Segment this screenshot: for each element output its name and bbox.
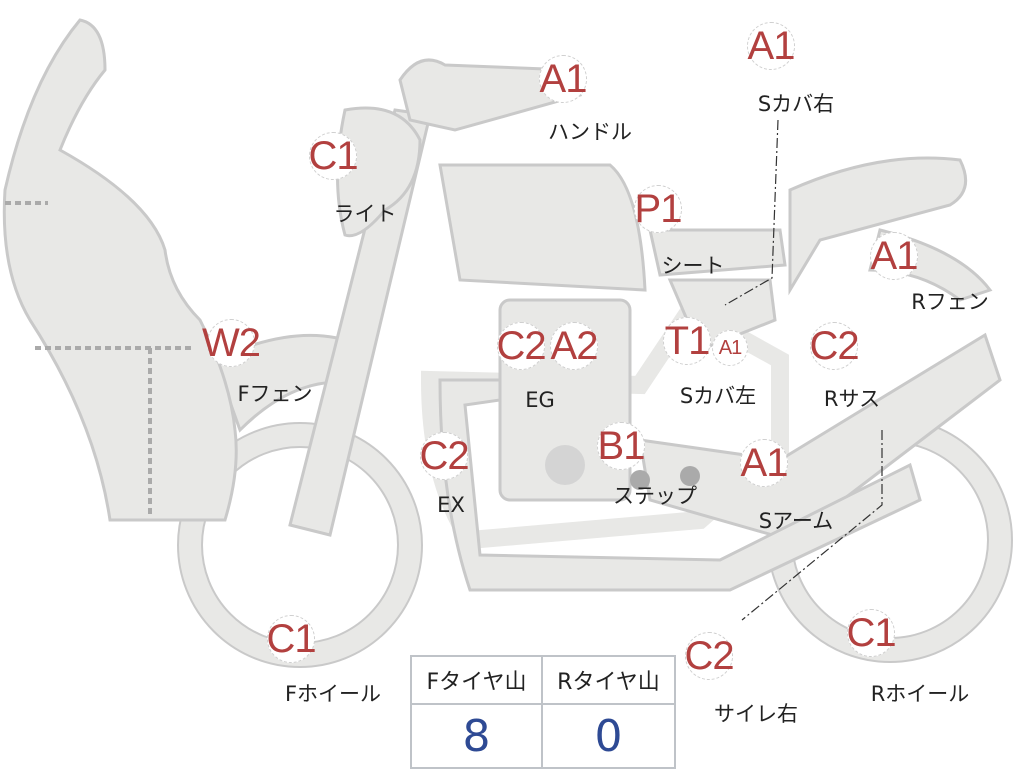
leader-lines [724, 119, 883, 621]
rear-tire-header: Rタイヤ山 [543, 657, 674, 705]
fairing [2, 18, 238, 522]
marker-rear-suspension-code[interactable]: C2 [809, 322, 860, 370]
marker-engine-code-2[interactable]: A2 [550, 322, 598, 370]
side-cover-right-leader-line [724, 119, 779, 306]
marker-rear-suspension-label: Rサス [823, 387, 881, 411]
marker-side-cover-right-label: Sカバ右 [757, 92, 835, 116]
marker-silencer-right-code[interactable]: C2 [684, 632, 735, 680]
marker-side-cover-left-code[interactable]: T1 [663, 317, 711, 365]
marker-light-code[interactable]: C1 [308, 132, 359, 180]
marker-side-cover-right-code[interactable]: A1 [747, 22, 795, 70]
marker-rear-fender-code[interactable]: A1 [870, 232, 918, 280]
marker-silencer-right-label: サイレ右 [714, 702, 798, 726]
marker-side-cover-left-label: Sカバ左 [679, 384, 757, 408]
marker-rear-fender-label: Rフェン [911, 290, 989, 314]
marker-front-wheel-label: Fホイール [284, 682, 382, 706]
headlight [336, 106, 422, 238]
marker-swing-arm-code[interactable]: A1 [740, 439, 788, 487]
marker-front-fender-label: Fフェン [237, 382, 313, 406]
front-wheel-outer-rim [177, 422, 423, 668]
engine-cover [545, 445, 585, 485]
marker-front-fender-code[interactable]: W2 [202, 319, 261, 367]
marker-side-cover-left-code-2[interactable]: A1 [712, 330, 748, 366]
footpeg-rear [680, 466, 700, 486]
fairing-section-lines [5, 201, 195, 515]
front-tire-value: 8 [412, 705, 543, 767]
exhaust [438, 378, 922, 592]
marker-engine-code[interactable]: C2 [496, 322, 547, 370]
footpeg-front [630, 470, 650, 490]
marker-seat-label: シート [661, 254, 725, 278]
marker-exhaust-label: EX [437, 493, 465, 517]
tail [788, 156, 968, 296]
marker-exhaust-code[interactable]: C2 [419, 432, 470, 480]
handlebar [398, 58, 583, 132]
marker-engine-label: EG [525, 388, 555, 412]
marker-swing-arm-label: Sアーム [758, 509, 834, 533]
marker-seat-code[interactable]: P1 [634, 185, 682, 233]
front-tire-header: Fタイヤ山 [412, 657, 543, 705]
marker-step-label: ステップ [613, 484, 697, 508]
marker-front-wheel-code[interactable]: C1 [266, 615, 317, 663]
marker-handlebar-label: ハンドル [548, 120, 632, 144]
seat [648, 228, 787, 277]
tank [438, 163, 647, 292]
marker-light-label: ライト [333, 202, 397, 226]
marker-handlebar-code[interactable]: A1 [539, 55, 587, 103]
silencer-right-leader-line [741, 430, 883, 621]
marker-rear-wheel-code[interactable]: C1 [846, 609, 897, 657]
tire-tread-table: Fタイヤ山 Rタイヤ山 8 0 [410, 655, 676, 769]
marker-step-code[interactable]: B1 [597, 422, 645, 470]
rear-tire-value: 0 [594, 710, 623, 762]
marker-rear-wheel-label: Rホイール [870, 682, 970, 706]
